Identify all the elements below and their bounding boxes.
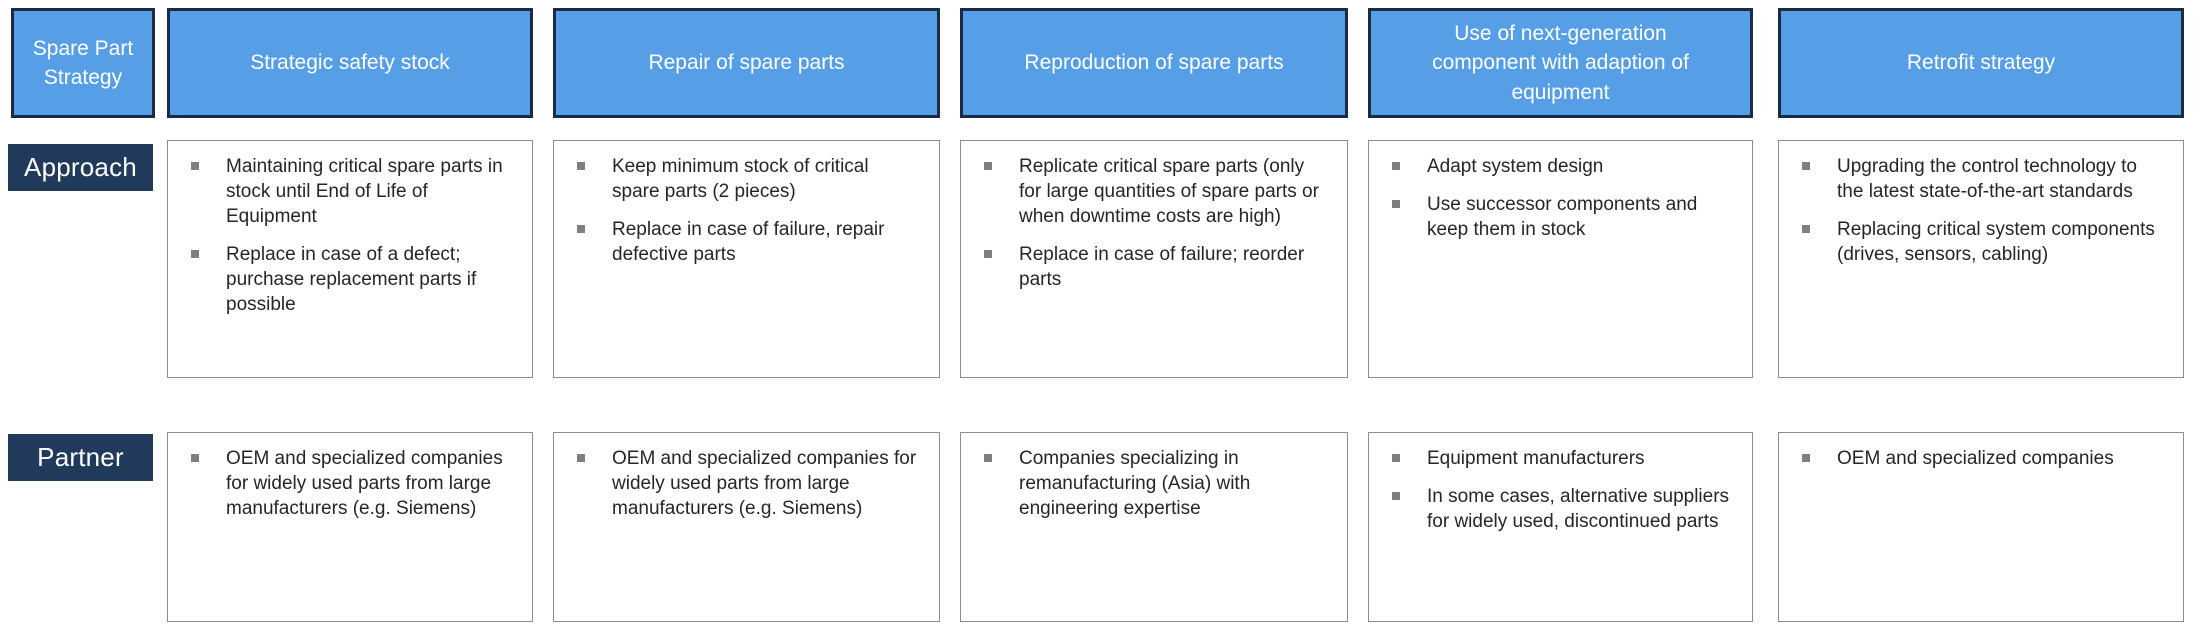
bullet-square-icon xyxy=(191,250,199,259)
bullet-square-icon xyxy=(577,454,585,462)
approach-box-column-2: Keep minimum stock of critical spare par… xyxy=(553,140,940,378)
bullet-item: Replace in case of a defect; purchase re… xyxy=(191,242,514,317)
row-label-partner: Partner xyxy=(8,434,153,481)
bullet-item: In some cases, alternative suppliers for… xyxy=(1392,484,1734,534)
bullet-square-icon xyxy=(1392,200,1400,209)
bullet-text: OEM and specialized companies for widely… xyxy=(612,448,917,520)
column-header-label: Use of next-generation component with ad… xyxy=(1432,21,1689,104)
bullet-text: Use successor components and keep them i… xyxy=(1427,194,1698,241)
bullet-square-icon xyxy=(1392,454,1400,462)
partner-box-column-5: OEM and specialized companies xyxy=(1778,432,2184,622)
bullet-item: Keep minimum stock of critical spare par… xyxy=(577,154,921,204)
column-header-5: Retrofit strategy xyxy=(1778,8,2184,118)
column-header-label: Reproduction of spare parts xyxy=(1024,51,1284,75)
bullet-text: Replace in case of a defect; purchase re… xyxy=(226,244,477,316)
bullet-text: Replace in case of failure, repair defec… xyxy=(612,219,885,266)
bullet-square-icon xyxy=(1802,162,1810,170)
bullet-square-icon xyxy=(984,162,992,170)
bullet-item: Equipment manufacturers xyxy=(1392,446,1734,471)
column-header-3: Reproduction of spare parts xyxy=(960,8,1348,118)
partner-box-column-4: Equipment manufacturers In some cases, al… xyxy=(1368,432,1753,622)
bullet-text: Equipment manufacturers xyxy=(1427,448,1645,469)
bullet-text: Upgrading the control technology to the … xyxy=(1837,156,2137,203)
bullet-square-icon xyxy=(984,250,992,259)
bullet-square-icon xyxy=(1802,454,1810,462)
bullet-square-icon xyxy=(577,162,585,170)
bullet-item: OEM and specialized companies xyxy=(1802,446,2165,471)
bullet-square-icon xyxy=(191,454,199,462)
bullet-item: Use successor components and keep them i… xyxy=(1392,192,1734,242)
column-header-2: Repair of spare parts xyxy=(553,8,940,118)
row-label-approach: Approach xyxy=(8,144,153,191)
bullet-text: Adapt system design xyxy=(1427,156,1604,177)
column-header-label: Repair of spare parts xyxy=(648,51,845,75)
bullet-item: Adapt system design xyxy=(1392,154,1734,179)
bullet-square-icon xyxy=(1802,225,1810,234)
bullet-text: OEM and specialized companies xyxy=(1837,448,2114,469)
bullet-item: Replace in case of failure; reorder part… xyxy=(984,242,1329,292)
corner-header-spare-part-strategy: Spare Part Strategy xyxy=(11,8,155,118)
bullet-square-icon xyxy=(577,225,585,234)
partner-box-column-2: OEM and specialized companies for widely… xyxy=(553,432,940,622)
column-header-label: Retrofit strategy xyxy=(1906,51,2056,75)
column-header-4: Use of next-generation component with ad… xyxy=(1368,8,1753,118)
partner-box-column-3: Companies specializing in remanufacturin… xyxy=(960,432,1348,622)
approach-box-column-3: Replicate critical spare parts (only for… xyxy=(960,140,1348,378)
bullet-item: Replacing critical system components (dr… xyxy=(1802,217,2165,267)
bullet-text: Replicate critical spare parts (only for… xyxy=(1019,156,1319,228)
bullet-square-icon xyxy=(984,454,992,462)
column-header-1: Strategic safety stock xyxy=(167,8,533,118)
bullet-item: Companies specializing in remanufacturin… xyxy=(984,446,1329,521)
approach-box-column-5: Upgrading the control technology to the … xyxy=(1778,140,2184,378)
bullet-item: OEM and specialized companies for widely… xyxy=(191,446,514,521)
bullet-text: Companies specializing in remanufacturin… xyxy=(1019,448,1251,520)
partner-box-column-1: OEM and specialized companies for widely… xyxy=(167,432,533,622)
bullet-item: Replicate critical spare parts (only for… xyxy=(984,154,1329,229)
bullet-square-icon xyxy=(1392,162,1400,170)
bullet-item: OEM and specialized companies for widely… xyxy=(577,446,921,521)
bullet-text: In some cases, alternative suppliers for… xyxy=(1427,486,1730,533)
bullet-item: Replace in case of failure, repair defec… xyxy=(577,217,921,267)
column-header-label: Strategic safety stock xyxy=(250,51,450,75)
bullet-text: Maintaining critical spare parts in stoc… xyxy=(226,156,503,228)
bullet-square-icon xyxy=(1392,492,1400,501)
bullet-text: Replace in case of failure; reorder part… xyxy=(1019,244,1305,291)
bullet-square-icon xyxy=(191,162,199,170)
bullet-item: Maintaining critical spare parts in stoc… xyxy=(191,154,514,229)
bullet-text: Replacing critical system components (dr… xyxy=(1837,219,2155,266)
bullet-item: Upgrading the control technology to the … xyxy=(1802,154,2165,204)
bullet-text: Keep minimum stock of critical spare par… xyxy=(612,156,869,203)
approach-box-column-1: Maintaining critical spare parts in stoc… xyxy=(167,140,533,378)
bullet-text: OEM and specialized companies for widely… xyxy=(226,448,503,520)
